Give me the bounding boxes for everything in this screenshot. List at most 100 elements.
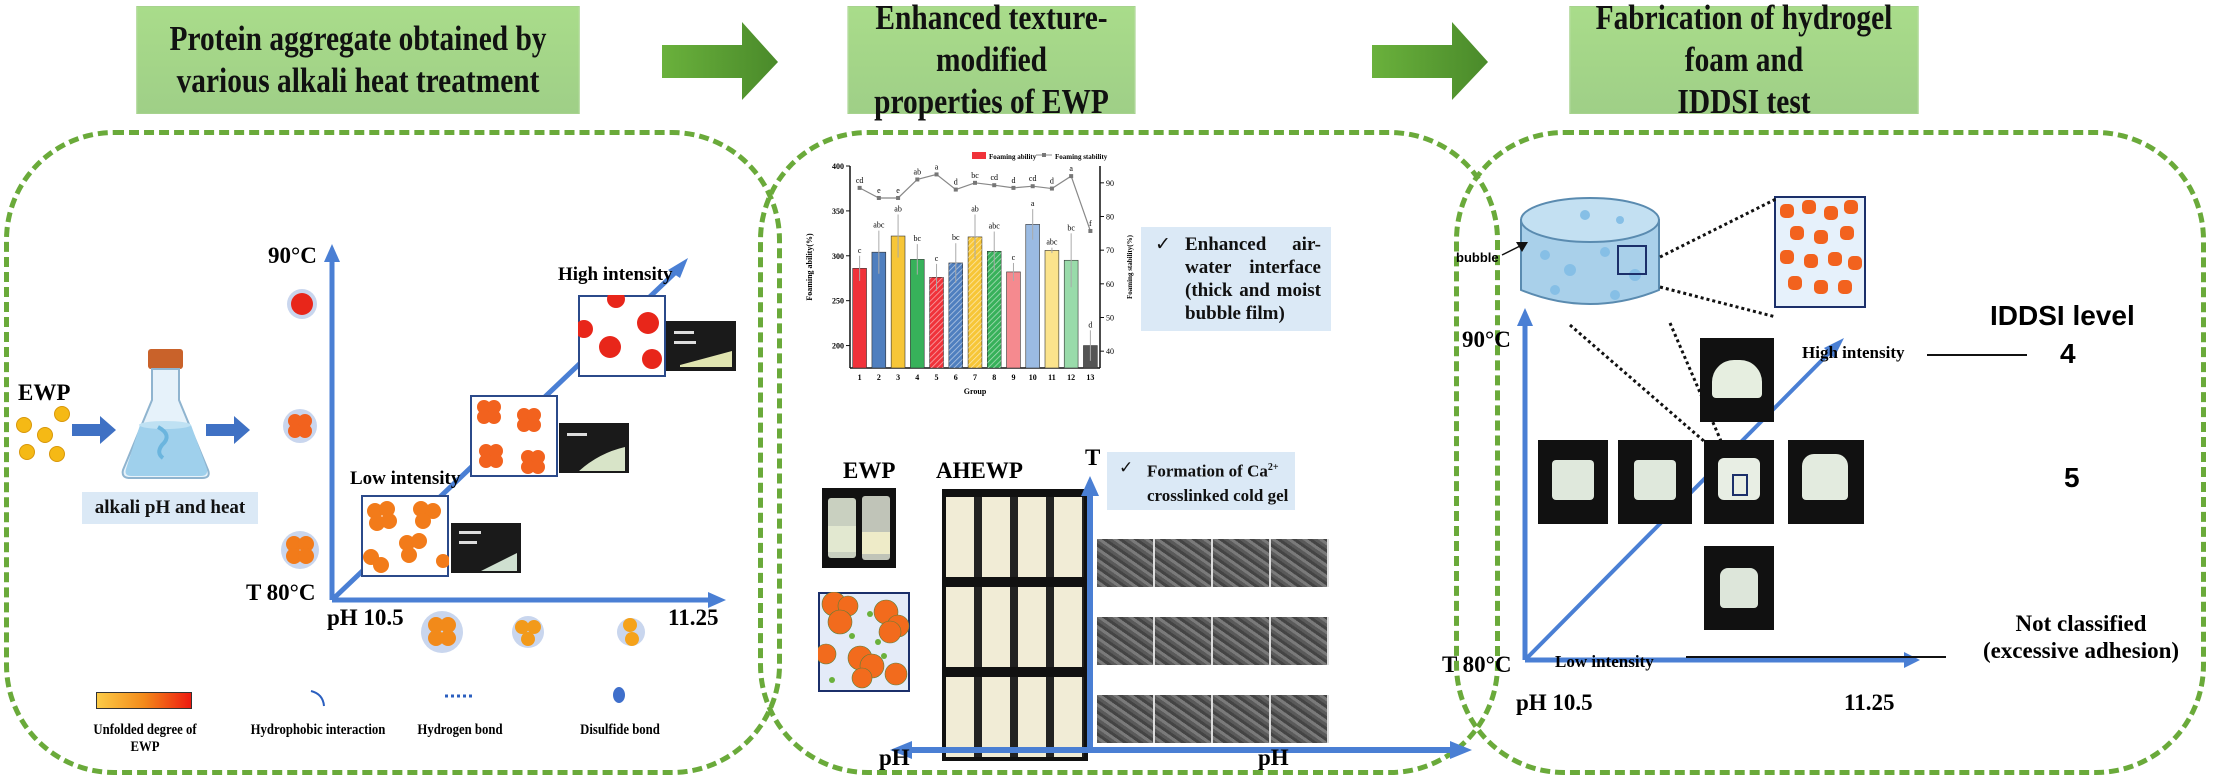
- stability-letter: f: [1089, 219, 1092, 228]
- y2-tick-label: 80: [1106, 213, 1114, 222]
- sem-image: [1155, 695, 1213, 743]
- x-tick-label: 9: [1011, 373, 1015, 382]
- hydrophobic-arc-icon: [310, 690, 325, 707]
- stability-point: [1030, 184, 1035, 189]
- y-tick-label: 350: [832, 207, 844, 216]
- bar-letter: abc: [989, 222, 1001, 231]
- bar-letter: ab: [894, 204, 902, 213]
- stability-point: [915, 177, 920, 182]
- stability-letter: bc: [971, 171, 979, 180]
- p3-high-intensity-label: High intensity: [1802, 343, 1905, 362]
- step1-title-line1: Protein aggregate obtained by: [169, 19, 547, 58]
- p3-y-top-label: 90°C: [1462, 327, 1511, 352]
- photo-gel-high: [666, 321, 736, 371]
- y2-tick-label: 50: [1106, 314, 1114, 323]
- bar-letter: d: [1088, 320, 1092, 329]
- stability-letter: d: [954, 178, 958, 187]
- bar-letter: c: [935, 254, 939, 263]
- x-tick-label: 13: [1086, 373, 1094, 382]
- x-axis-left-label: pH 10.5: [327, 605, 404, 630]
- x-tick-label: 11: [1048, 373, 1056, 382]
- p3-y-bottom-label: T 80°C: [1442, 652, 1512, 677]
- y-axis-title: Foaming ability(%): [805, 233, 814, 301]
- check-icon: ✓: [1119, 458, 1134, 477]
- legend-unfolded-degree: [96, 692, 192, 709]
- p3-x-left-label: pH 10.5: [1516, 690, 1593, 715]
- bar: [852, 268, 867, 369]
- callout-cold-gel-sup: 2+: [1267, 462, 1279, 473]
- step2-title-line1: Enhanced texture-modified: [875, 0, 1108, 79]
- hydrogen-bond-icon: [445, 694, 473, 698]
- y2-tick-label: 60: [1106, 280, 1114, 289]
- gel-network-zoom: [818, 592, 910, 692]
- x-tick-label: 10: [1029, 373, 1037, 382]
- ahewp-vials-label: AHEWP: [936, 458, 1023, 483]
- sem-image: [1213, 617, 1271, 665]
- aggregate-orange-icon: [421, 611, 463, 653]
- y-axis-top-label: 90°C: [268, 243, 317, 268]
- aggregate-orange-icon: [283, 409, 317, 443]
- sem-image: [1213, 695, 1271, 743]
- iddsi-level-5: 5: [2064, 462, 2080, 493]
- callout-cold-gel-text-post: crosslinked cold gel: [1147, 485, 1289, 505]
- high-intensity-label: High intensity: [558, 264, 673, 285]
- bar-letter: bc: [1067, 223, 1075, 232]
- x-tick-label: 3: [896, 373, 900, 382]
- bar-hatch: [968, 236, 982, 368]
- mid-intensity-aggregates: [470, 395, 558, 477]
- sem-image: [1097, 695, 1155, 743]
- flow-arrow-icon: [1372, 22, 1488, 100]
- stability-point: [934, 172, 939, 177]
- x-tick-label: 7: [973, 373, 977, 382]
- stability-point: [953, 187, 958, 192]
- t-axis-label: T: [1085, 445, 1101, 470]
- not-classified-line1: Not classified: [2015, 611, 2147, 636]
- stability-letter: e: [896, 186, 900, 195]
- process-label: alkali pH and heat: [82, 492, 258, 524]
- legend-hydrogen-label: Hydrogen bond: [417, 722, 503, 738]
- iddsi-leader-line-high: [1927, 354, 2027, 356]
- bar-letter: abc: [873, 221, 885, 230]
- y-tick-label: 400: [832, 162, 844, 171]
- bar-letter: bc: [914, 234, 922, 243]
- sem-image: [1271, 617, 1329, 665]
- ph-left-label: pH: [879, 745, 910, 770]
- legend-unfolded-label: Unfolded degree of EWP: [93, 722, 197, 755]
- bubble-label: bubble: [1456, 250, 1499, 265]
- photo-foam-low: [1704, 546, 1774, 630]
- bar-letter: abc: [1046, 238, 1058, 247]
- y-tick-label: 250: [832, 297, 844, 306]
- stability-point: [973, 180, 977, 185]
- photo-foam: [1618, 440, 1692, 524]
- stability-letter: a: [1069, 164, 1073, 173]
- legend-bar-swatch: [972, 152, 986, 159]
- bar-hatch: [987, 251, 1002, 368]
- y2-tick-label: 40: [1106, 347, 1114, 356]
- stability-letter: a: [935, 162, 939, 171]
- not-classified-line2: (excessive adhesion): [1982, 638, 2180, 663]
- panel-properties: [758, 130, 1500, 775]
- legend-disulfide-label: Disulfide bond: [580, 722, 660, 738]
- bubble-pointer-arrow-icon: [1501, 242, 1528, 256]
- step1-title-line2: various alkali heat treatment: [176, 61, 540, 100]
- photo-foam: [1538, 440, 1608, 524]
- arrow-right-icon: [72, 416, 116, 444]
- p3-x-right-label: 11.25: [1844, 690, 1895, 715]
- ewp-label: EWP: [18, 380, 71, 405]
- low-intensity-aggregates: [361, 495, 449, 577]
- bar-letter: bc: [952, 233, 960, 242]
- not-classified-label: Not classified (excessive adhesion): [1946, 610, 2213, 664]
- stability-letter: cd: [990, 173, 998, 182]
- stability-point: [1049, 186, 1054, 191]
- x-tick-label: 5: [935, 373, 939, 382]
- photo-foam: [1788, 440, 1864, 524]
- x-tick-label: 8: [992, 373, 996, 382]
- sem-image: [1213, 539, 1271, 587]
- disulfide-dot-icon: [613, 687, 625, 703]
- legend-label: Foaming ability: [989, 153, 1037, 161]
- high-intensity-aggregates: [578, 295, 666, 377]
- bar: [1025, 224, 1040, 369]
- y-tick-label: 300: [832, 252, 844, 261]
